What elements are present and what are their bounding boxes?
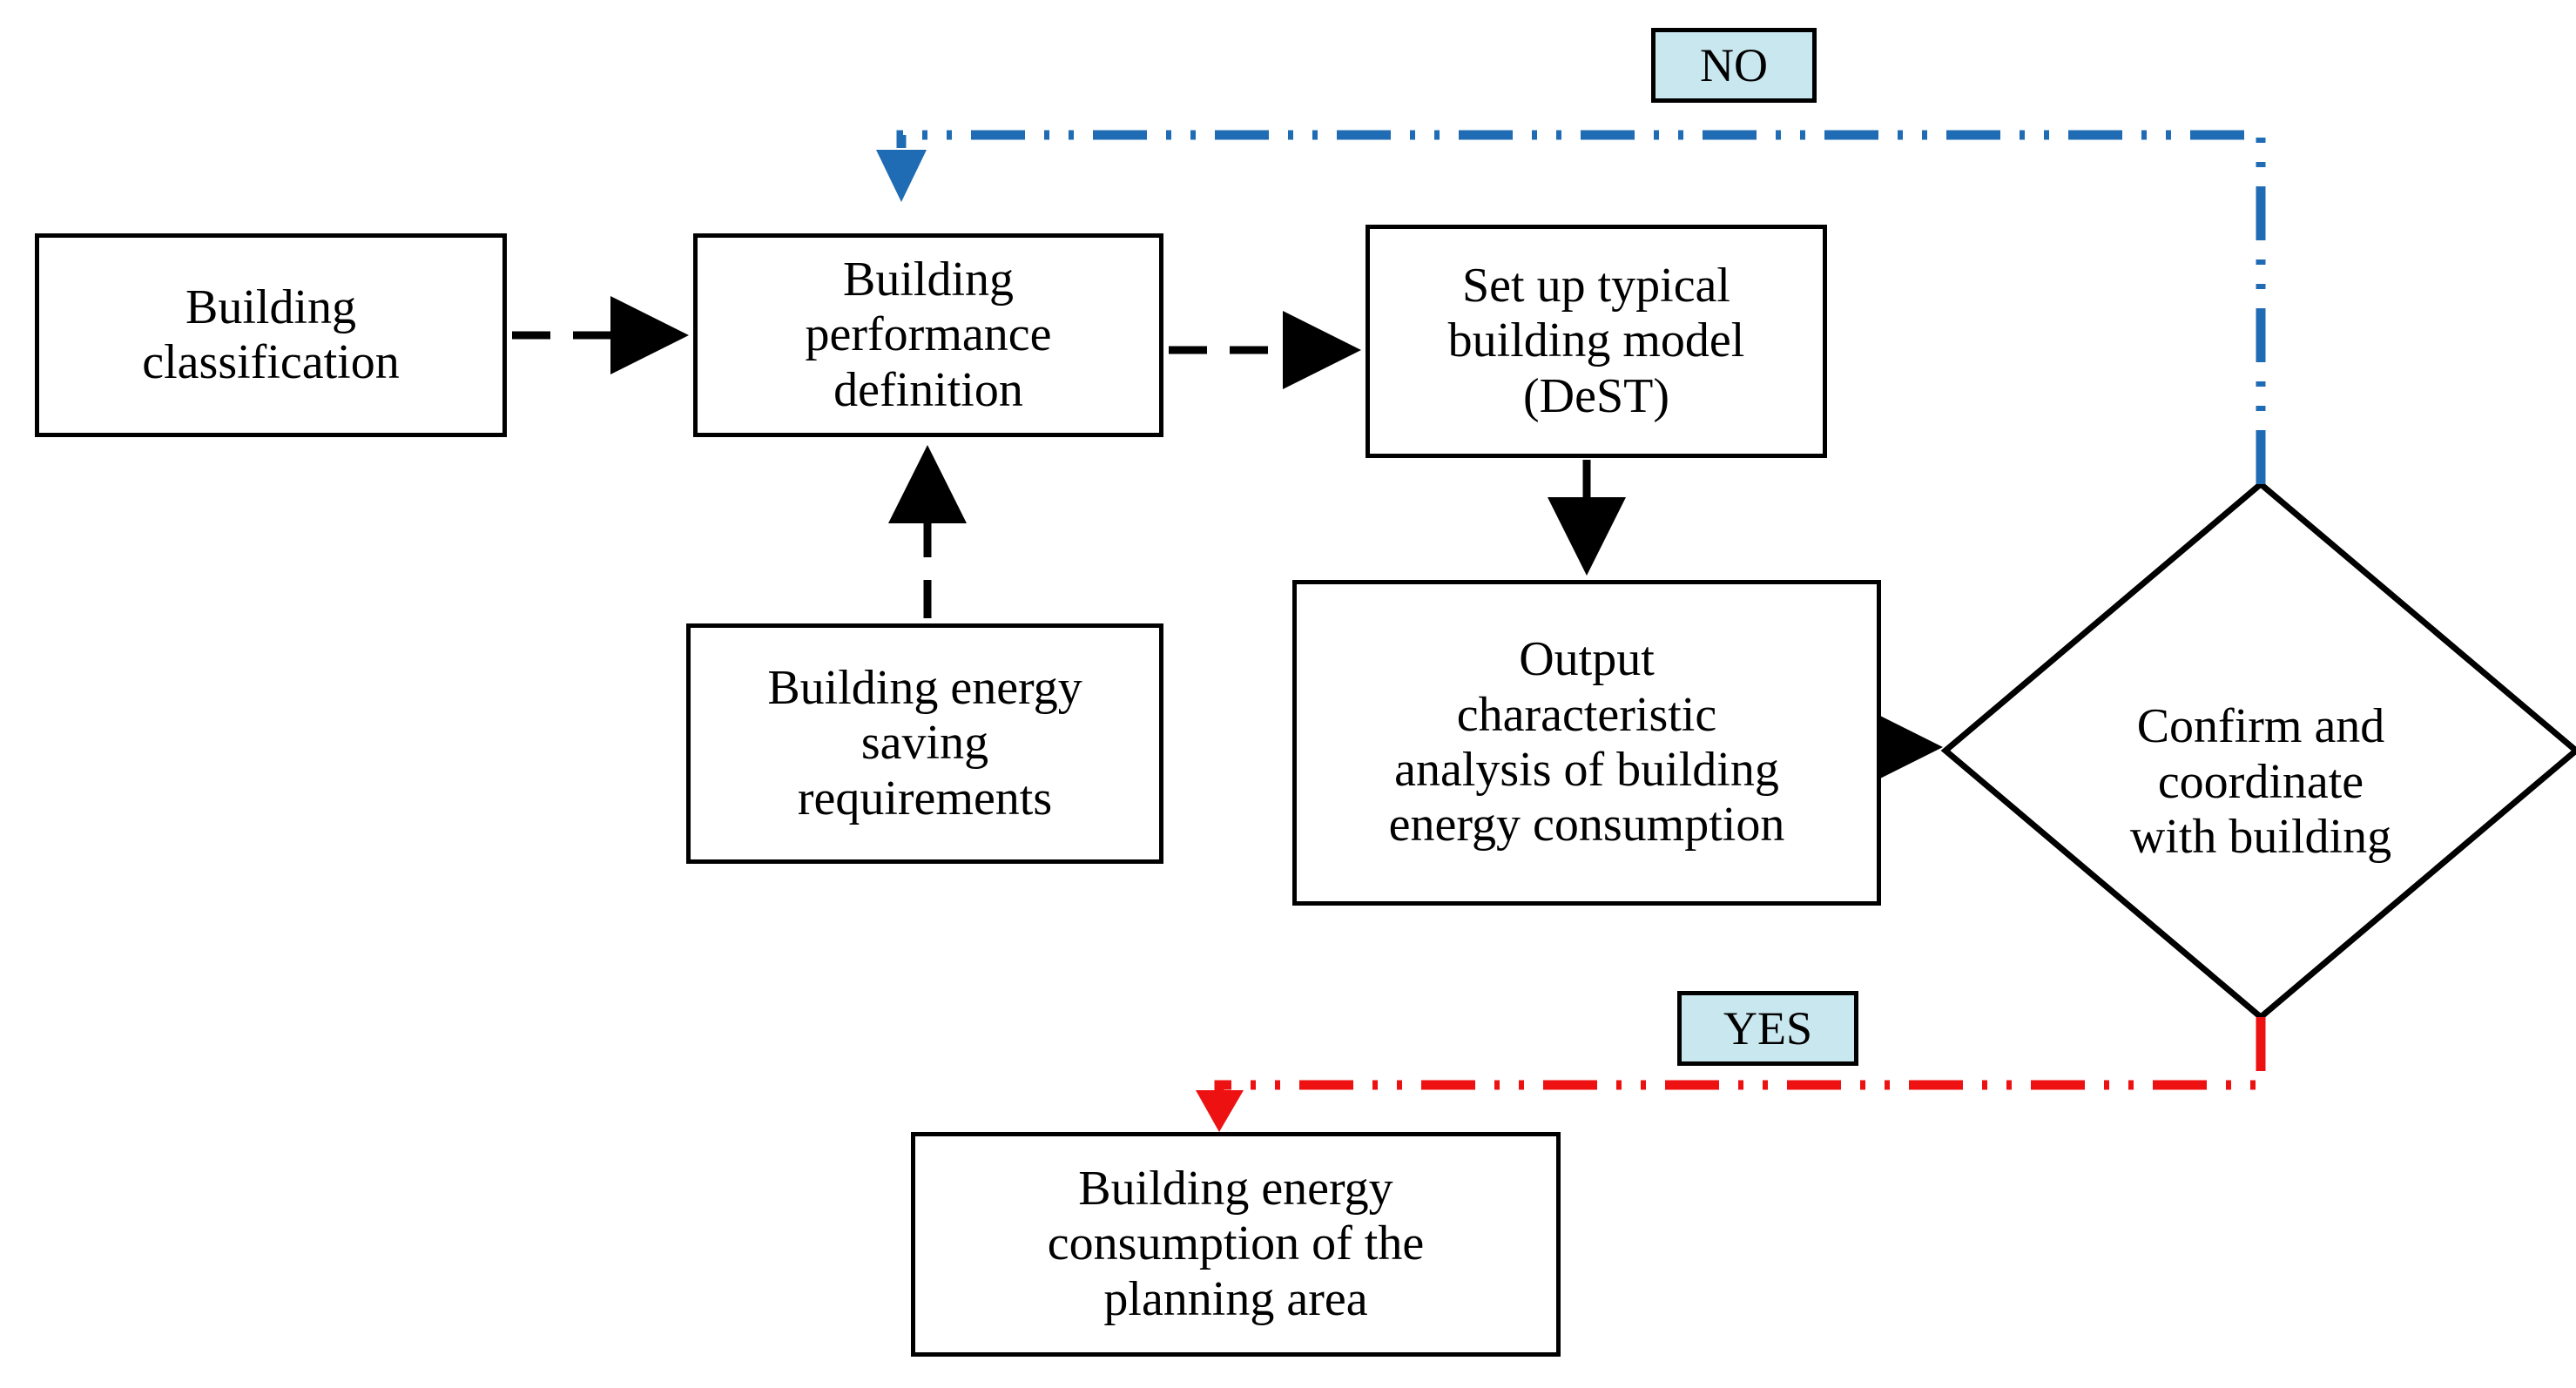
edge-no-branch-arrowhead — [876, 150, 927, 202]
node-building-classification[interactable]: Building classification — [35, 233, 507, 437]
edge-yes-branch-path — [1214, 1017, 2266, 1090]
branch-label-no: NO — [1651, 28, 1817, 103]
node-label: Building energy saving requirements — [767, 661, 1082, 825]
edge-no-branch-path — [896, 130, 2266, 484]
node-building-energy-saving-requirements[interactable]: Building energy saving requirements — [686, 623, 1163, 864]
node-label: Output characteristic analysis of buildi… — [1388, 632, 1785, 852]
node-label: Set up typical building model (DeST) — [1447, 259, 1745, 423]
branch-label-yes: YES — [1677, 991, 1858, 1066]
node-label: Building performance definition — [805, 253, 1052, 417]
node-set-up-typical-building-model[interactable]: Set up typical building model (DeST) — [1366, 225, 1827, 458]
branch-label-yes-text: YES — [1723, 1002, 1812, 1054]
node-building-performance-definition[interactable]: Building performance definition — [693, 233, 1163, 437]
node-building-energy-consumption-planning-area[interactable]: Building energy consumption of the plann… — [911, 1132, 1561, 1357]
node-label: Building energy consumption of the plann… — [1047, 1162, 1425, 1326]
decision-diamond — [1940, 480, 2576, 1021]
node-label: Building classification — [142, 280, 400, 389]
edge-yes-branch-arrowhead — [1196, 1090, 1244, 1132]
branch-label-no-text: NO — [1700, 39, 1768, 91]
node-output-characteristic-analysis[interactable]: Output characteristic analysis of buildi… — [1292, 580, 1881, 906]
